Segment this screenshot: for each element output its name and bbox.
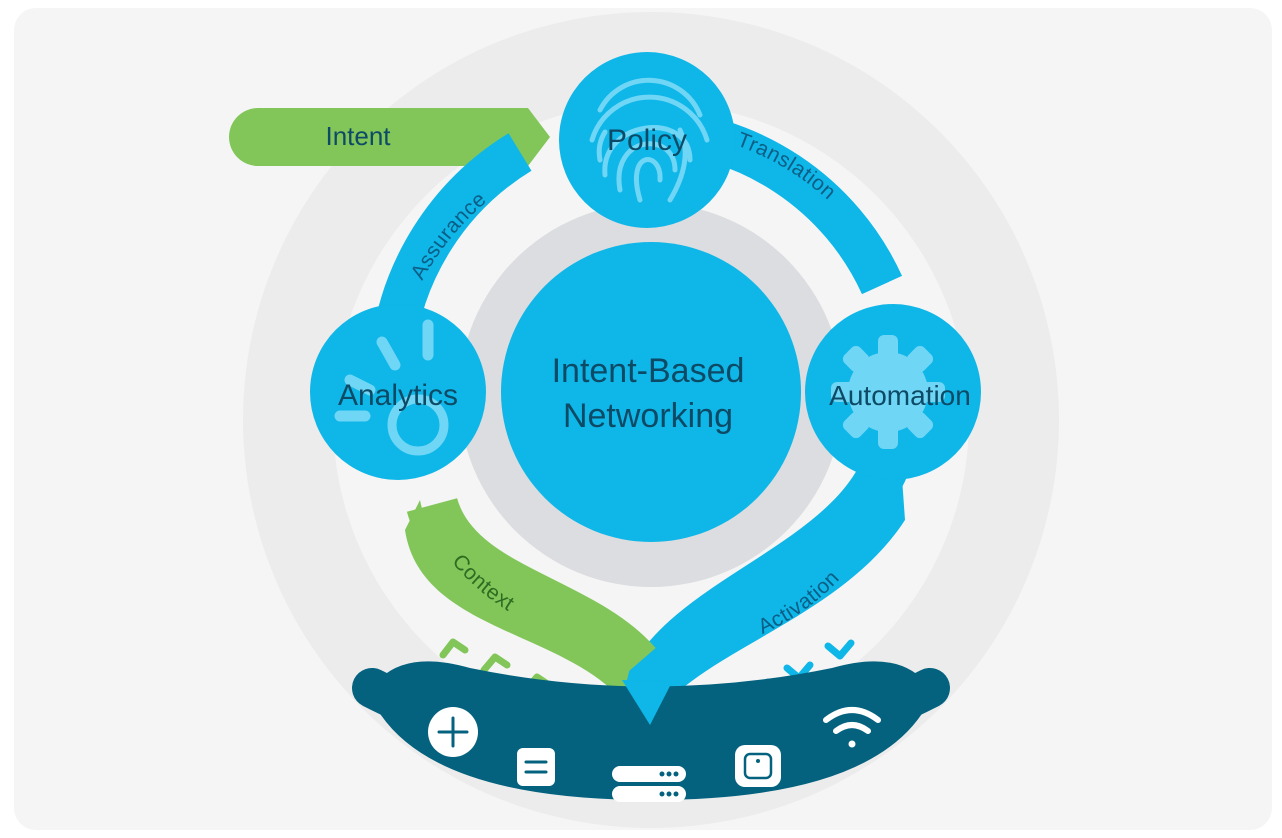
- analytics-icon: [334, 319, 449, 456]
- analytics-label: Analytics: [338, 379, 458, 412]
- fingerprint-icon: [589, 77, 710, 203]
- server-icon: [612, 766, 686, 802]
- wifi-icon: [823, 707, 881, 748]
- gear-icon: [831, 335, 945, 449]
- automation-label: Automation: [829, 380, 971, 411]
- activation-tip: [622, 680, 672, 725]
- context-arc: [405, 500, 632, 700]
- switch-icon: [517, 748, 555, 786]
- router-icon: [428, 707, 478, 757]
- context-band: [406, 496, 656, 683]
- intent-label: Intent: [325, 121, 391, 151]
- policy-node: [559, 52, 735, 228]
- access-point-icon: [735, 745, 781, 787]
- center-circle: [501, 242, 801, 542]
- center-title-line2: Networking: [563, 397, 733, 435]
- device-bar: [372, 661, 930, 800]
- policy-label: Policy: [607, 124, 687, 157]
- center-title-line1: Intent-Based: [552, 352, 745, 390]
- intent-arrow: [229, 108, 551, 166]
